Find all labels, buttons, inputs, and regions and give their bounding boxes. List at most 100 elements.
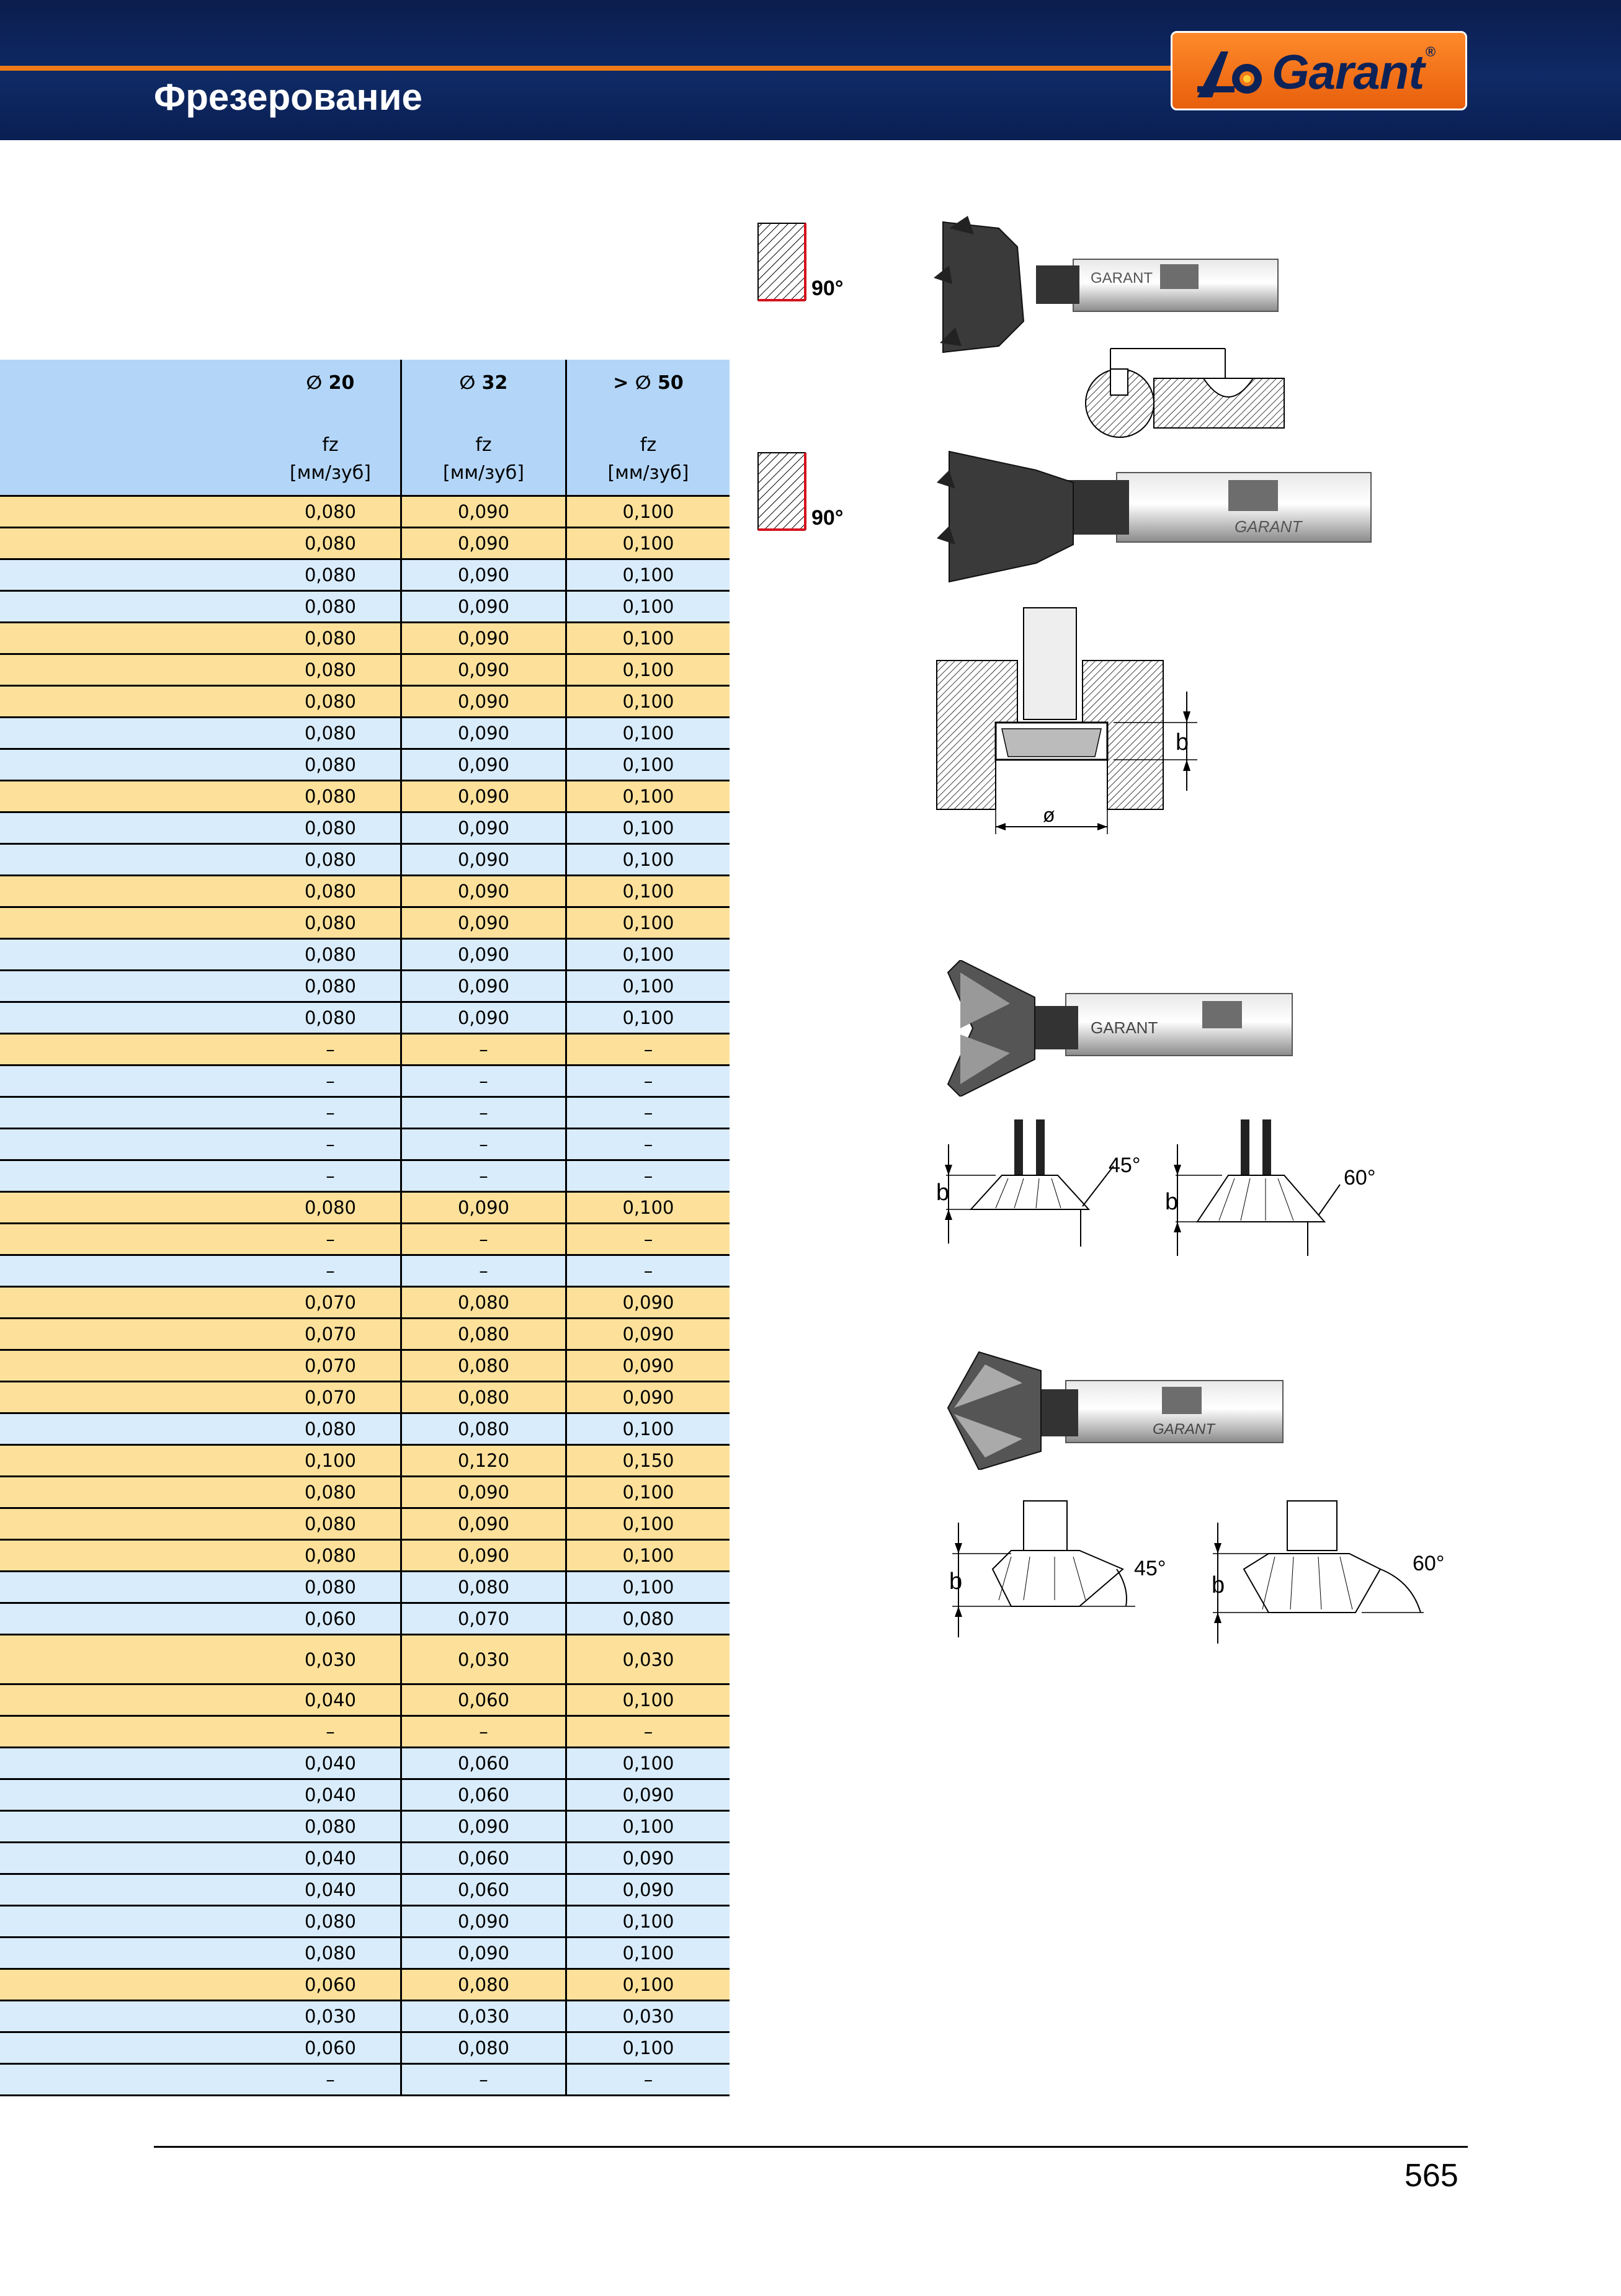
angle-cutter-image: GARANT [947, 1351, 1284, 1470]
table-cell: 0,100 [622, 659, 674, 680]
table-cell: 0,080 [304, 723, 357, 744]
column-divider [565, 528, 567, 558]
column-divider [565, 781, 567, 811]
table-cell: 0,090 [457, 1513, 510, 1534]
column-divider [565, 1509, 567, 1539]
table-cell: – [479, 1229, 488, 1250]
column-divider [565, 1812, 567, 1841]
column-divider [400, 750, 402, 780]
dovetail-cutter-image: GARANT [947, 960, 1293, 1097]
table-cell: 0,080 [622, 1608, 674, 1629]
column-header-d32: ∅ 32 fz [мм/зуб] [402, 360, 565, 495]
table-cell: 0,090 [457, 1911, 510, 1932]
table-cell: 0,080 [304, 1816, 357, 1837]
column-divider [565, 750, 567, 780]
table-cell: 0,090 [457, 533, 510, 554]
right-angle-profile-icon: 90° [757, 452, 843, 531]
table-cell: 0,100 [622, 1545, 674, 1566]
table-cell: 0,090 [457, 1545, 510, 1566]
table-cell: 0,100 [622, 1911, 674, 1932]
table-cell: 0,060 [457, 1784, 510, 1805]
table-cell: 0,090 [457, 628, 510, 649]
table-cell: 0,100 [622, 2037, 674, 2058]
table-cell: 0,080 [304, 533, 357, 554]
table-cell: 0,060 [457, 1848, 510, 1869]
table-cell: 0,090 [457, 1197, 510, 1218]
column-unit: [мм/зуб] [443, 462, 524, 484]
table-row: ––– [0, 1254, 730, 1286]
table-cell: 0,090 [622, 1784, 674, 1805]
table-cell: 0,090 [457, 1942, 510, 1964]
column-divider [565, 1256, 567, 1286]
column-divider [565, 1414, 567, 1444]
column-divider [565, 971, 567, 1001]
table-cell: 0,070 [457, 1608, 510, 1629]
table-cell: – [326, 1229, 335, 1250]
table-header: ∅ 20 fz [мм/зуб] ∅ 32 fz [мм/зуб] > ∅ 50… [0, 360, 730, 495]
column-divider [565, 1477, 567, 1507]
column-diameter: ∅ 32 [459, 372, 508, 394]
column-divider [565, 1970, 567, 2000]
column-divider [565, 560, 567, 590]
column-divider [400, 1224, 402, 1254]
table-cell: 0,080 [304, 1197, 357, 1218]
table-cell: 0,100 [622, 1816, 674, 1837]
column-divider [565, 655, 567, 685]
table-cell: 0,080 [304, 501, 357, 522]
column-divider [565, 1003, 567, 1033]
table-cell: 0,090 [622, 1324, 674, 1345]
table-row: ––– [0, 1033, 730, 1064]
table-cell: 0,030 [622, 1649, 674, 1670]
table-cell: 0,030 [457, 2006, 510, 2027]
table-cell: – [643, 1102, 653, 1123]
column-divider [400, 1351, 402, 1381]
t-slot-section-drawing: ø b [936, 607, 1197, 834]
column-divider [400, 592, 402, 621]
angle-profile-45-drawing: b 45° [949, 1500, 1166, 1637]
column-divider [400, 1414, 402, 1444]
column-divider [565, 1319, 567, 1349]
table-cell: – [643, 1260, 653, 1281]
column-divider [400, 1382, 402, 1412]
column-divider [400, 1003, 402, 1033]
column-divider [565, 1938, 567, 1968]
table-cell: 0,040 [304, 1689, 357, 1711]
table-cell: 0,090 [622, 1387, 674, 1408]
column-divider [565, 718, 567, 748]
column-divider [565, 813, 567, 843]
footer-rule [154, 2146, 1468, 2148]
table-cell: 0,080 [304, 754, 357, 775]
angle-60-label: 60° [1344, 1166, 1375, 1190]
table-cell: 0,100 [622, 976, 674, 997]
table-row: ––– [0, 1128, 730, 1159]
table-cell: 0,060 [457, 1689, 510, 1711]
table-cell: 0,100 [622, 501, 674, 522]
column-divider [565, 1541, 567, 1570]
table-cell: – [326, 1260, 335, 1281]
logo-registered-mark: ® [1426, 44, 1436, 60]
table-cell: 0,100 [622, 1482, 674, 1503]
page-title: Фрезерование [154, 76, 422, 118]
table-cell: 0,070 [304, 1324, 357, 1345]
angle-45-label: 45° [1134, 1557, 1166, 1580]
column-divider [565, 940, 567, 969]
dovetail-profile-45-drawing: b 45° [936, 1119, 1140, 1247]
table-cell: 0,080 [304, 1911, 357, 1932]
table-cell: 0,090 [457, 1007, 510, 1028]
column-divider [400, 813, 402, 843]
garant-logo-mark-icon [1197, 51, 1262, 97]
table-cell: 0,080 [457, 2037, 510, 2058]
column-divider [400, 360, 402, 495]
table-cell: 0,080 [457, 1387, 510, 1408]
column-divider [565, 1382, 567, 1412]
table-cell: – [479, 1134, 488, 1155]
table-cell: 0,030 [457, 1649, 510, 1670]
table-cell: 0,090 [457, 944, 510, 965]
